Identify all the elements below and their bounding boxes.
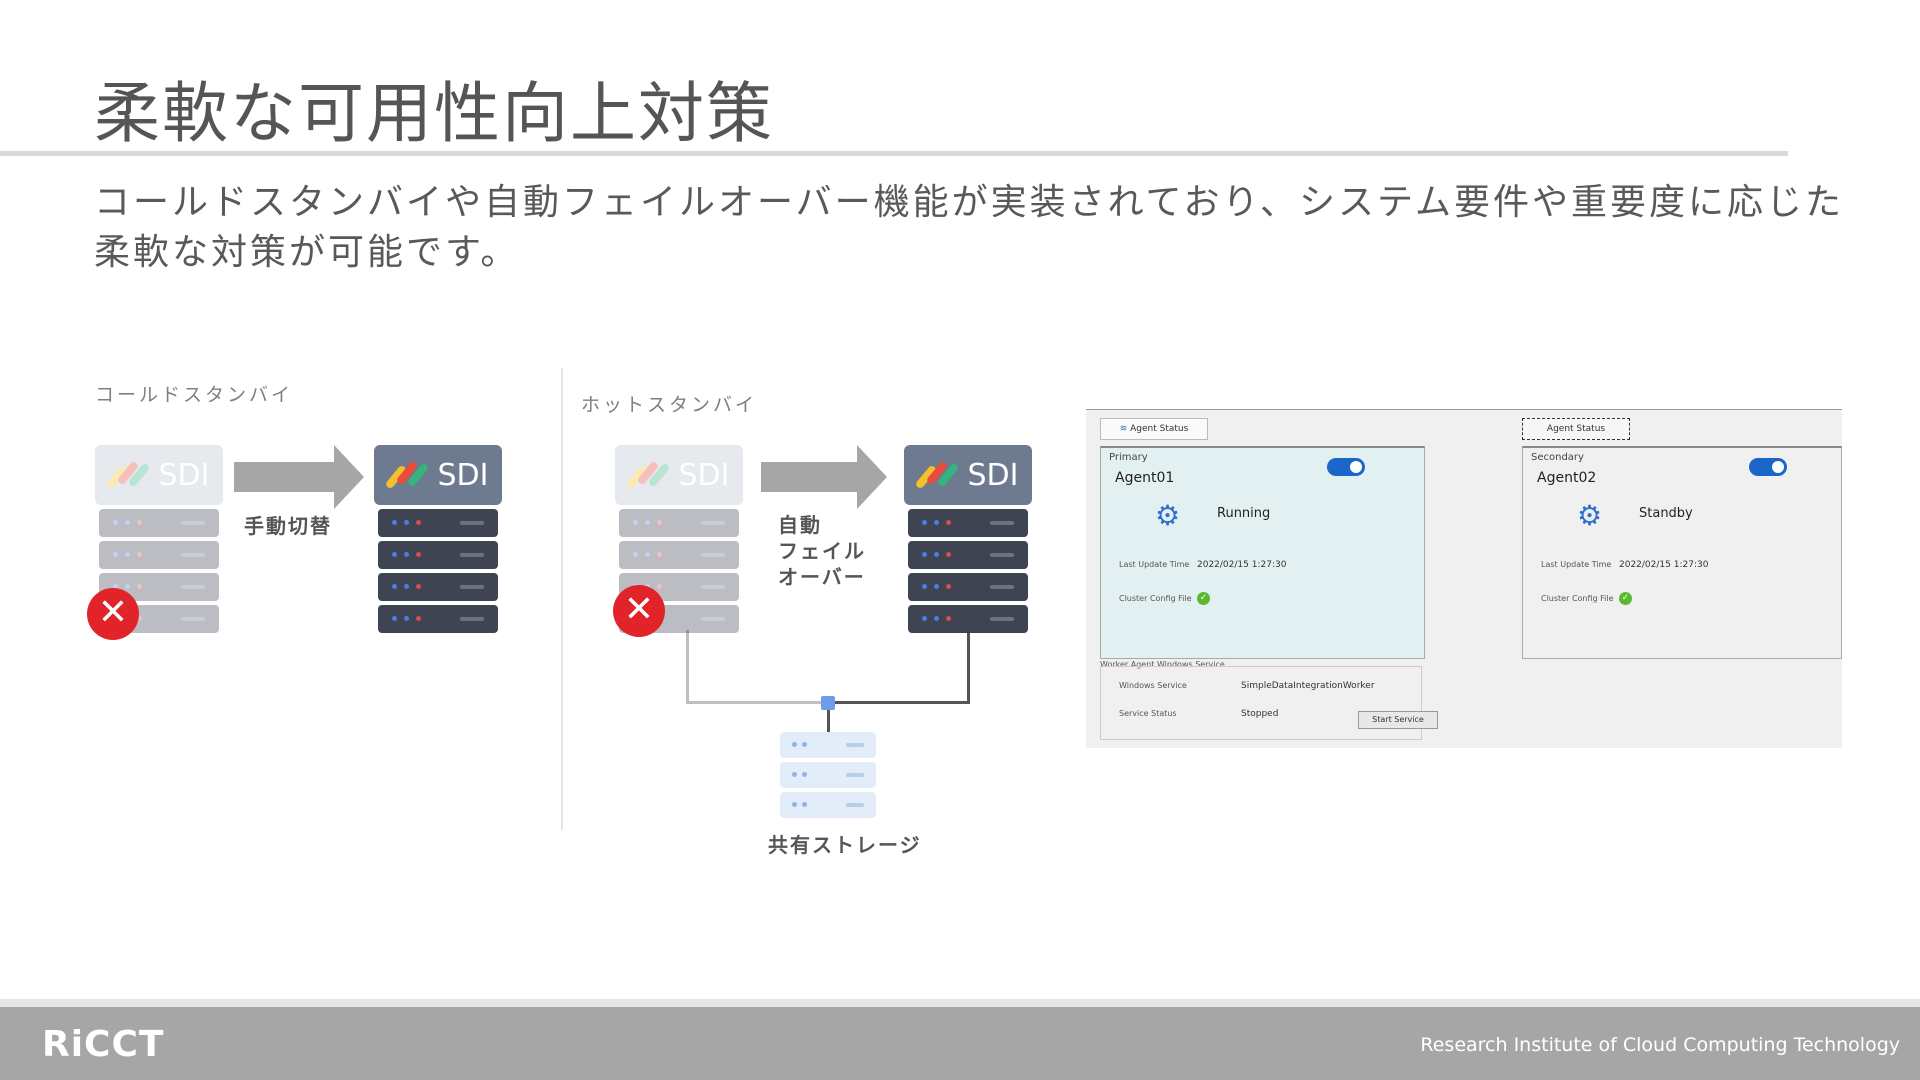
server-unit	[378, 541, 498, 569]
tab-label: Agent Status	[1546, 424, 1606, 434]
wifi-icon: ≋	[1119, 424, 1128, 434]
failure-x-icon: ✕	[87, 588, 139, 640]
agent-status-panel: ≋ Agent Status Agent Status Primary Agen…	[1086, 409, 1842, 748]
cold-standby-label: コールドスタンバイ	[95, 384, 294, 406]
cold-standby-server: SDI	[374, 445, 502, 633]
sdi-logo-icon	[105, 460, 150, 490]
server-unit	[378, 573, 498, 601]
check-label: Cluster Config File	[1541, 594, 1614, 603]
failover-label-line: フェイル	[778, 539, 866, 563]
sdi-logo-icon	[384, 460, 429, 490]
sdi-logo-icon	[914, 460, 959, 490]
failover-label: 自動 フェイル オーバー	[778, 512, 866, 590]
time-label: Last Update Time	[1541, 560, 1612, 569]
server-unit	[378, 605, 498, 633]
ricct-logo: RiCCT	[42, 1024, 165, 1065]
sdi-label-box: SDI	[904, 445, 1032, 505]
shared-storage-label: 共有ストレージ	[768, 833, 922, 857]
shared-storage-icon	[780, 732, 876, 822]
secondary-agent-box: Secondary Agent02 ⚙ Standby Last Update …	[1522, 446, 1842, 659]
storage-link-line	[828, 701, 970, 704]
sdi-logo-icon	[625, 460, 670, 490]
server-unit	[619, 541, 739, 569]
sdi-label-box: SDI	[95, 445, 223, 505]
agent-toggle[interactable]	[1749, 458, 1787, 476]
agent-name: Agent01	[1115, 470, 1175, 486]
service-status-value: Stopped	[1241, 709, 1279, 719]
failover-label-line: オーバー	[778, 565, 866, 589]
sdi-label-box: SDI	[374, 445, 502, 505]
server-unit	[908, 541, 1028, 569]
sdi-text: SDI	[158, 457, 210, 493]
agent-toggle[interactable]	[1327, 458, 1365, 476]
service-value: SimpleDataIntegrationWorker	[1241, 681, 1375, 691]
storage-link-line	[686, 701, 828, 704]
server-unit	[908, 509, 1028, 537]
failover-arrow-icon	[761, 445, 887, 509]
server-unit	[908, 605, 1028, 633]
footer-bar	[0, 1007, 1920, 1080]
hot-standby-label: ホットスタンバイ	[581, 394, 758, 416]
server-unit	[378, 509, 498, 537]
tab-label: Agent Status	[1130, 424, 1189, 434]
footer-divider	[0, 999, 1920, 1007]
sdi-text: SDI	[967, 457, 1019, 493]
server-unit	[99, 509, 219, 537]
hot-standby-server: SDI	[904, 445, 1032, 633]
service-status-label: Service Status	[1119, 709, 1177, 718]
sdi-label-box: SDI	[615, 445, 743, 505]
service-box: Windows Service SimpleDataIntegrationWor…	[1100, 666, 1438, 740]
failover-label-line: 自動	[778, 513, 822, 537]
server-unit	[99, 541, 219, 569]
start-service-button[interactable]: Start Service	[1358, 711, 1438, 729]
agent-status: Running	[1217, 506, 1271, 521]
service-header: Worker Agent Windows Service	[1100, 660, 1225, 669]
check-ok-icon: ✓	[1619, 592, 1632, 605]
time-value: 2022/02/15 1:27:30	[1619, 560, 1709, 570]
server-unit	[619, 509, 739, 537]
service-label: Windows Service	[1119, 681, 1187, 690]
check-label: Cluster Config File	[1119, 594, 1192, 603]
gear-icon: ⚙	[1155, 499, 1181, 532]
organization-name: Research Institute of Cloud Computing Te…	[1420, 1034, 1900, 1056]
sdi-text: SDI	[437, 457, 489, 493]
tab-agent-status-right[interactable]: Agent Status	[1522, 418, 1630, 440]
tab-agent-status-left[interactable]: ≋ Agent Status	[1100, 418, 1208, 440]
agent-status: Standby	[1639, 506, 1693, 521]
manual-switch-arrow-icon	[234, 445, 364, 509]
storage-link-line	[827, 704, 830, 732]
time-value: 2022/02/15 1:27:30	[1197, 560, 1287, 570]
check-ok-icon: ✓	[1197, 592, 1210, 605]
agent-role: Primary	[1109, 452, 1148, 463]
cold-primary-server: SDI	[95, 445, 223, 633]
page-title: 柔軟な可用性向上対策	[94, 75, 774, 152]
server-unit	[908, 573, 1028, 601]
failure-x-icon: ✕	[613, 585, 665, 637]
diagram-divider	[561, 368, 563, 830]
storage-link-line	[967, 630, 970, 704]
manual-switch-label: 手動切替	[244, 514, 332, 538]
gear-icon: ⚙	[1577, 499, 1603, 532]
time-label: Last Update Time	[1119, 560, 1190, 569]
sdi-text: SDI	[678, 457, 730, 493]
primary-agent-box: Primary Agent01 ⚙ Running Last Update Ti…	[1100, 446, 1425, 659]
agent-role: Secondary	[1531, 452, 1584, 463]
agent-name: Agent02	[1537, 470, 1597, 486]
junction-icon	[821, 696, 835, 710]
title-divider	[0, 151, 1788, 156]
storage-link-line	[686, 630, 689, 704]
page-subtitle: コールドスタンバイや自動フェイルオーバー機能が実装されており、システム要件や重要…	[94, 182, 1844, 273]
